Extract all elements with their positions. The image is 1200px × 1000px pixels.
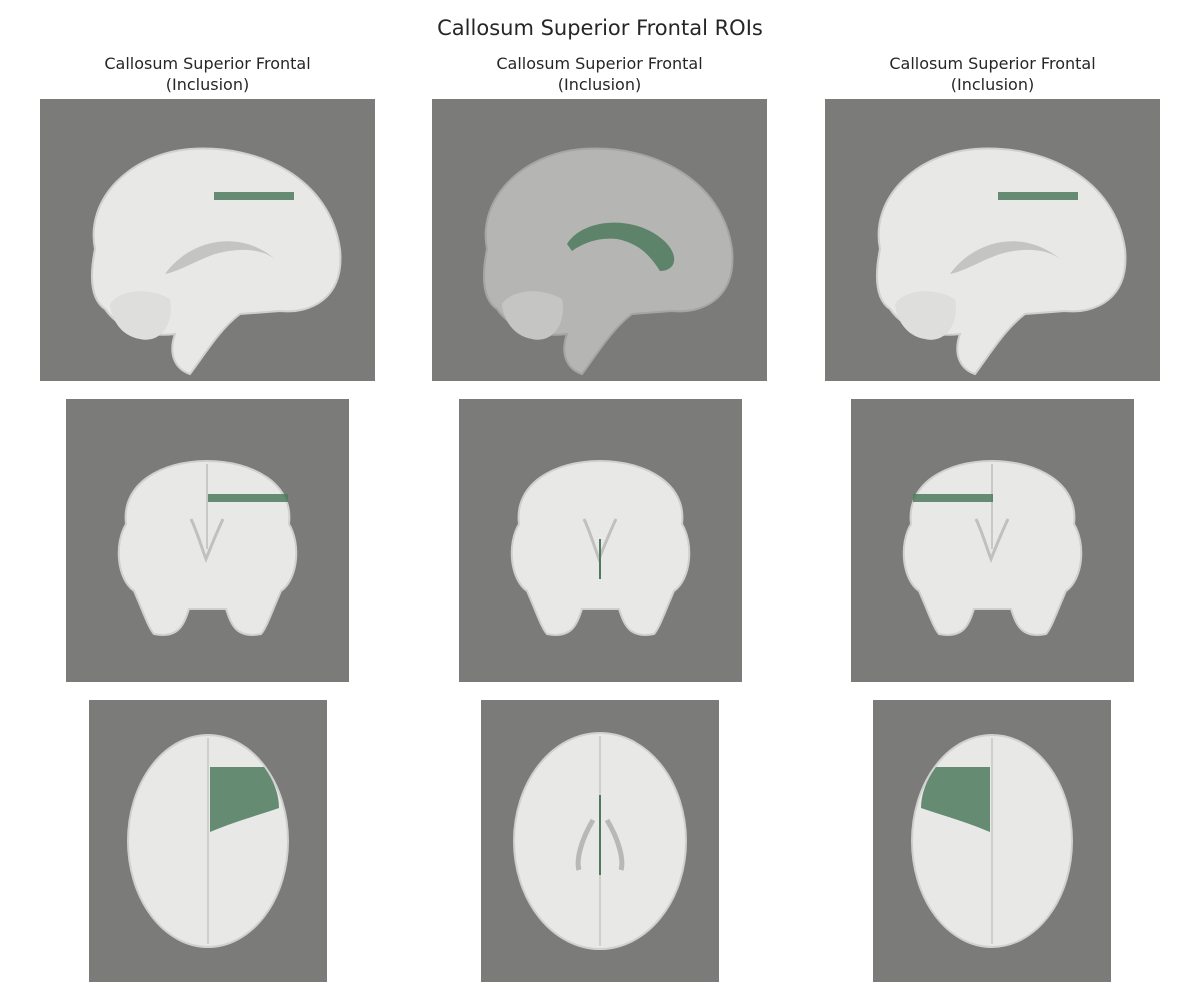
axial-panel-3 [873, 700, 1111, 982]
coronal-panel-2 [459, 399, 742, 682]
sagittal-brain-1 [91, 147, 342, 376]
sagittal-panel-2 [432, 99, 767, 381]
axial-brain-3 [911, 734, 1073, 948]
sagittal-brain-2 [483, 147, 734, 376]
coronal-brain-3 [902, 459, 1083, 636]
roi-overlay [210, 767, 279, 832]
column-title-1: Callosum Superior Frontal (Inclusion) [104, 54, 311, 94]
coronal-panel-3 [851, 399, 1134, 682]
column-title-3: Callosum Superior Frontal (Inclusion) [889, 54, 1096, 94]
axial-brain-2 [513, 732, 687, 950]
axial-panel-2 [481, 700, 719, 982]
roi-overlay [208, 494, 288, 502]
column-title-2: Callosum Superior Frontal (Inclusion) [496, 54, 703, 94]
axial-brain-1 [127, 734, 289, 948]
roi-overlay [913, 494, 993, 502]
coronal-brain-2 [510, 459, 691, 636]
coronal-brain-1 [117, 459, 298, 636]
figure-title: Callosum Superior Frontal ROIs [437, 16, 763, 40]
coronal-panel-1 [66, 399, 349, 682]
axial-panel-1 [89, 700, 327, 982]
sagittal-panel-3 [825, 99, 1160, 381]
sagittal-brain-3 [876, 147, 1127, 376]
roi-overlay [214, 192, 294, 200]
roi-overlay [921, 767, 990, 832]
roi-overlay [567, 222, 675, 271]
sagittal-panel-1 [40, 99, 375, 381]
roi-overlay [998, 192, 1078, 200]
